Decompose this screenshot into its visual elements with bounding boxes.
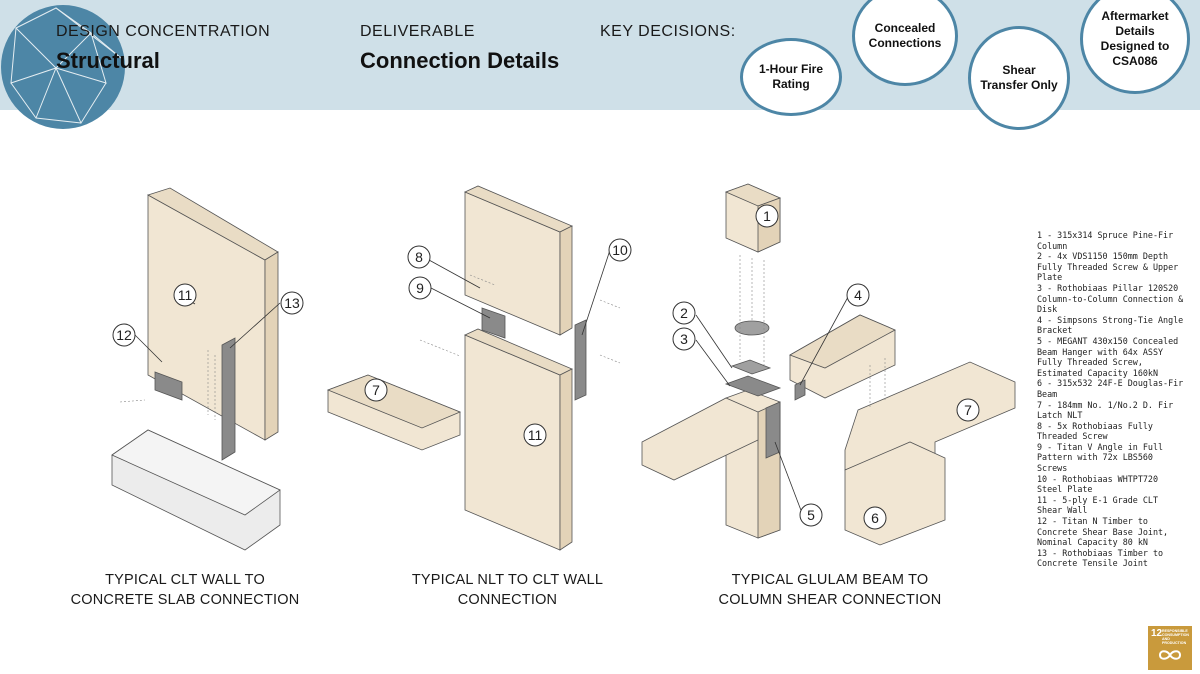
legend-item-5: 5 - MEGANT 430x150 Concealed Beam Hanger… [1037,335,1179,378]
decision-csa086: Aftermarket Details Designed to CSA086 [1080,0,1190,94]
legend-item-7: 7 - 184mm No. 1/No.2 D. Fir Latch NLT [1037,399,1174,421]
concrete-slab-top [111,429,281,516]
callout-d2-10: 10 [612,242,628,258]
callout-d3-7: 7 [964,402,972,418]
whtpt-steel-plate [574,319,587,401]
clt-wall-side [264,251,279,441]
glulam-beam-left [641,397,759,481]
caption-nlt-line2: CONNECTION [457,592,558,608]
callout-d3-4: 4 [854,287,862,303]
sdg-number: 12 [1151,628,1163,639]
diagram-glulam-beam-to-column: 1 2 3 4 5 6 7 [641,183,1016,546]
tensile-hold-down [221,337,236,461]
megant-beam-hanger [765,401,781,459]
caption-clt-line1: TYPICAL CLT WALL TO [105,572,265,588]
callout-d2-7: 7 [372,382,380,398]
callout-d3-3: 3 [680,331,688,347]
concentration-value: Structural [56,48,160,73]
legend-item-8: 8 - 5x Rothobiaas Fully Threaded Screw [1037,420,1153,442]
caption-nlt: TYPICAL NLT TO CLT WALL CONNECTION [390,570,625,610]
legend-item-1: 1 - 315x314 Spruce Pine-Fir Column [1037,230,1174,251]
nlt-floor-top [326,374,462,429]
upper-clt-side [559,225,573,336]
callout-d2-11: 11 [528,427,543,443]
column-connector-disk [730,359,772,375]
callout-d1-12: 12 [116,327,132,343]
diagram-clt-wall-to-slab: 11 12 13 [111,187,304,551]
legend-item-6: 6 - 315x532 24F-E Douglas-Fir Beam [1037,378,1184,399]
callout-d3-6: 6 [871,510,879,526]
diagram-nlt-to-clt-wall: 8 9 10 7 11 [326,185,632,551]
caption-clt-wall: TYPICAL CLT WALL TO CONCRETE SLAB CONNEC… [65,570,305,610]
pillar-disk [734,320,770,336]
legend-item-13: 13 - Rothobiaas Timber to Concrete Tensi… [1037,547,1164,569]
concentration-label: DESIGN CONCENTRATION [56,23,271,40]
logo-network-icon [1,5,125,129]
lower-clt-side [559,368,573,551]
callout-d2-9: 9 [416,280,424,296]
deliverable-value: Connection Details [360,48,560,73]
caption-glulam-line1: TYPICAL GLULAM BEAM TO [731,572,929,588]
legend-item-9: 9 - Titan V Angle in Full Pattern with 7… [1037,441,1164,474]
decision-fire-rating: 1-Hour Fire Rating [740,38,842,116]
decision-shear-transfer: Shear Transfer Only [968,26,1070,130]
caption-glulam-line2: COLUMN SHEAR CONNECTION [718,592,942,608]
component-legend: 1 - 315x314 Spruce Pine-Fir Column 2 - 4… [1037,230,1187,569]
decision-concealed-connections: Concealed Connections [852,0,958,86]
legend-item-3: 3 - Rothobiaas Pillar 120S20 Column-to-C… [1037,282,1184,315]
callout-d3-2: 2 [680,305,688,321]
clt-wall-front [147,194,266,441]
infinity-icon [1158,650,1182,660]
caption-nlt-line1: TYPICAL NLT TO CLT WALL [411,572,604,588]
callout-d2-8: 8 [415,249,423,265]
titan-v-angle [481,307,506,339]
shear-base-bracket [154,371,183,401]
upper-clt-wall [464,191,561,336]
caption-clt-line2: CONCRETE SLAB CONNECTION [70,592,300,608]
callout-d1-13: 13 [284,295,300,311]
legend-item-4: 4 - Simpsons Strong-Tie Angle Bracket [1037,314,1184,336]
deliverable-label: DELIVERABLE [360,23,475,40]
legend-item-12: 12 - Titan N Timber to Concrete Shear Ba… [1037,516,1169,548]
legend-item-2: 2 - 4x VDS1150 150mm Depth Fully Threade… [1037,251,1179,283]
callout-d3-1: 1 [763,208,771,224]
legend-item-10: 10 - Rothobiaas WHTPT720 Steel Plate [1037,473,1159,495]
caption-glulam: TYPICAL GLULAM BEAM TO COLUMN SHEAR CONN… [705,570,955,610]
callout-d1-11: 11 [178,287,193,303]
sdg-12-badge: 12 RESPONSIBLE CONSUMPTION AND PRODUCTIO… [1148,626,1192,670]
upper-plate [724,375,782,397]
decisions-label: KEY DECISIONS: [600,23,736,40]
callout-d3-5: 5 [807,507,815,523]
sdg-text: RESPONSIBLE CONSUMPTION AND PRODUCTION [1162,629,1189,645]
legend-item-11: 11 - 5-ply E-1 Grade CLT Shear Wall [1037,494,1159,516]
